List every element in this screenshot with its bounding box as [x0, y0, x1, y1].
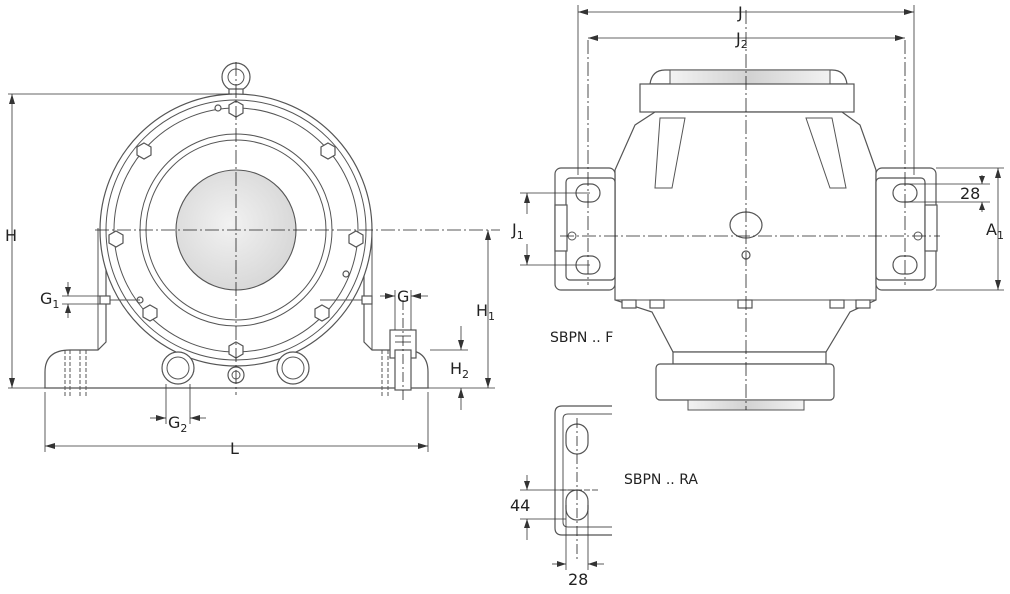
dim-label-G: G [397, 287, 409, 306]
dim-label-28-side: 28 [960, 184, 980, 203]
dim-label-G1: G1 [40, 289, 59, 311]
hex-bolt-icon [108, 230, 124, 248]
dim-label-H1: H1 [476, 301, 495, 323]
dim-label-44: 44 [510, 496, 530, 515]
dim-label-A1: A1 [986, 220, 1004, 242]
front-view: H H1 H2 G G1 G2 [5, 62, 500, 458]
caption-sbpn-f: SBPN .. F [550, 330, 613, 346]
dim-label-28-detail: 28 [568, 570, 588, 589]
hex-bolt-icon [314, 304, 330, 322]
dim-label-J: J [737, 3, 743, 22]
hex-bolt-icon [348, 230, 364, 248]
hex-bolt-icon [136, 142, 152, 160]
dim-label-G2: G2 [168, 413, 187, 435]
detail-view-ra: 44 28 SBPN .. RA [510, 405, 698, 589]
dim-label-J2: J2 [735, 29, 748, 51]
bottom-seal [655, 363, 835, 401]
dim-label-H: H [5, 226, 17, 245]
side-view: J J2 J1 28 A1 SBPN .. F [511, 3, 1004, 411]
caption-sbpn-ra: SBPN .. RA [624, 472, 698, 488]
dim-label-H2: H2 [450, 359, 469, 381]
dim-label-L: L [230, 439, 239, 458]
anchor-bolt-left [64, 350, 87, 398]
hex-bolt-icon [142, 304, 158, 322]
hex-bolt-icon [320, 142, 336, 160]
anchor-bolt-right [381, 329, 417, 398]
dim-label-J1: J1 [511, 220, 524, 242]
